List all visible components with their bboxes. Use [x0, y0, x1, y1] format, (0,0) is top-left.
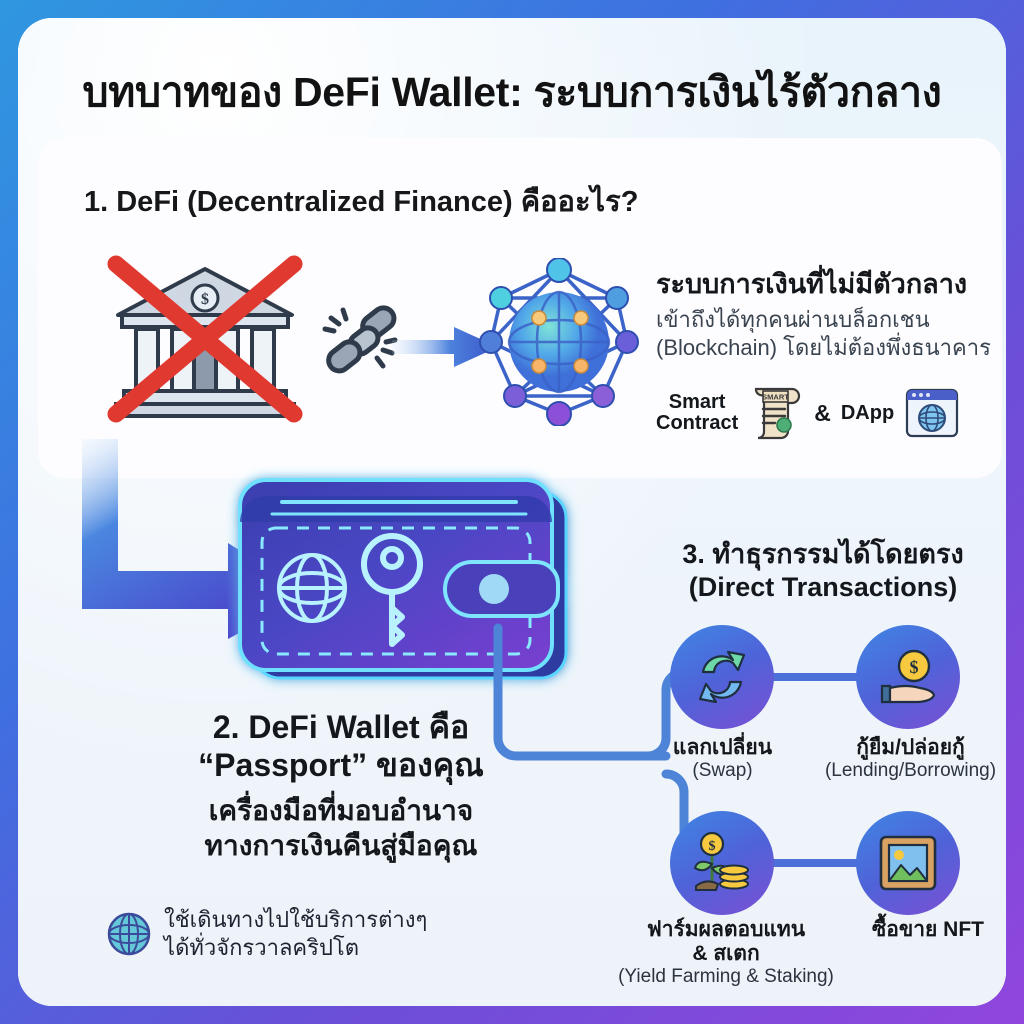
nft-frame-icon — [879, 835, 937, 891]
label-lending: กู้ยืม/ปล่อยกู้ (Lending/Borrowing) — [808, 736, 1006, 783]
node-yield-farming[interactable]: $ — [670, 811, 774, 915]
red-x-icon — [107, 255, 303, 423]
section-1-heading: 1. DeFi (Decentralized Finance) คืออะไร? — [84, 186, 639, 218]
connector-top — [770, 673, 860, 681]
connector-bottom — [770, 859, 860, 867]
dapp-label: DApp — [840, 401, 895, 424]
globe-text-line-1: ใช้เดินทางไปใช้บริการต่างๆ — [164, 907, 428, 932]
broken-chain-icon — [322, 305, 398, 374]
label-nft: ซื้อขาย NFT — [838, 918, 1006, 942]
label-swap-en: (Swap) — [692, 760, 753, 782]
section-1-badges: Smart Contract SMART & DApp — [656, 383, 1006, 443]
section-3-heading-line-2: (Direct Transactions) — [688, 571, 958, 602]
section-1-right-text: ระบบการเงินที่ไม่มีตัวกลาง เข้าถึงได้ทุก… — [656, 268, 996, 363]
node-swap[interactable] — [670, 625, 774, 729]
scroll-contract-icon: SMART — [755, 387, 801, 440]
label-yield-farming: ฟาร์มผลตอบแทน & สเตก (Yield Farming & St… — [606, 918, 846, 989]
label-nft-th: ซื้อขาย NFT — [872, 918, 984, 941]
section-2-globe-text: ใช้เดินทางไปใช้บริการต่างๆ ได้ทั่วจักรวา… — [164, 906, 427, 961]
globe-icon — [107, 912, 151, 955]
svg-text:$: $ — [709, 839, 716, 854]
label-farm-th-2: & สเตก — [692, 942, 760, 966]
label-swap: แลกเปลี่ยน (Swap) — [630, 736, 815, 783]
money-plant-icon: $ — [693, 832, 749, 891]
section-2-globe-row: ใช้เดินทางไปใช้บริการต่างๆ ได้ทั่วจักรวา… — [106, 906, 576, 961]
section-2-sub-line-1: เครื่องมือที่มอบอำนาจ — [208, 794, 474, 826]
svg-text:$: $ — [910, 657, 919, 677]
section-2-heading-line-2: “Passport” ของคุณ — [198, 747, 484, 784]
scroll-icon-text: SMART — [762, 393, 789, 402]
badge-separator: & — [814, 399, 831, 426]
section-3-heading: 3. ทำธุรกรรมได้โดยตรง (Direct Transactio… — [618, 538, 1006, 604]
section-1-body-line-2: (Blockchain) โดยไม่ต้องพึ่งธนาคาร — [656, 335, 991, 361]
section-1-body-line-1: เข้าถึงได้ทุกคนผ่านบล็อกเชน — [656, 306, 930, 332]
label-lending-th: กู้ยืม/ปล่อยกู้ — [856, 736, 965, 759]
swap-arrows-icon — [698, 650, 746, 704]
right-arrow-icon — [392, 327, 498, 367]
infographic-card: บทบาทของ DeFi Wallet: ระบบการเงินไร้ตัวก… — [18, 18, 1006, 1006]
section-2-sub-line-2: ทางการเงินคืนสู่มือคุณ — [204, 829, 478, 861]
browser-globe-icon — [906, 388, 959, 438]
globe-text-line-2: ได้ทั่วจักรวาลคริปโต — [164, 934, 360, 960]
hand-coin-icon: $ — [880, 649, 936, 704]
label-farm-en: (Yield Farming & Staking) — [618, 966, 834, 988]
node-lending[interactable]: $ — [856, 625, 960, 729]
page-title: บทบาทของ DeFi Wallet: ระบบการเงินไร้ตัวก… — [82, 69, 942, 115]
label-lending-en: (Lending/Borrowing) — [824, 760, 997, 782]
decentralized-network-globe-icon — [479, 258, 639, 426]
smart-contract-label: Smart Contract — [656, 391, 739, 434]
section-1-panel: 1. DeFi (Decentralized Finance) คืออะไร?… — [38, 138, 1002, 478]
label-swap-th: แลกเปลี่ยน — [672, 736, 773, 759]
neon-wallet-icon — [238, 478, 568, 680]
section-1-right-heading: ระบบการเงินที่ไม่มีตัวกลาง — [656, 269, 968, 299]
svg-text:$: $ — [201, 291, 209, 308]
section-2-heading-line-1: 2. DeFi Wallet คือ — [212, 709, 470, 745]
label-farm-th-1: ฟาร์มผลตอบแทน — [646, 918, 806, 941]
section-2-text: 2. DeFi Wallet คือ “Passport” ของคุณ เคร… — [106, 708, 576, 863]
section-3-heading-line-1: 3. ทำธุรกรรมได้โดยตรง — [682, 539, 964, 569]
node-nft[interactable] — [856, 811, 960, 915]
